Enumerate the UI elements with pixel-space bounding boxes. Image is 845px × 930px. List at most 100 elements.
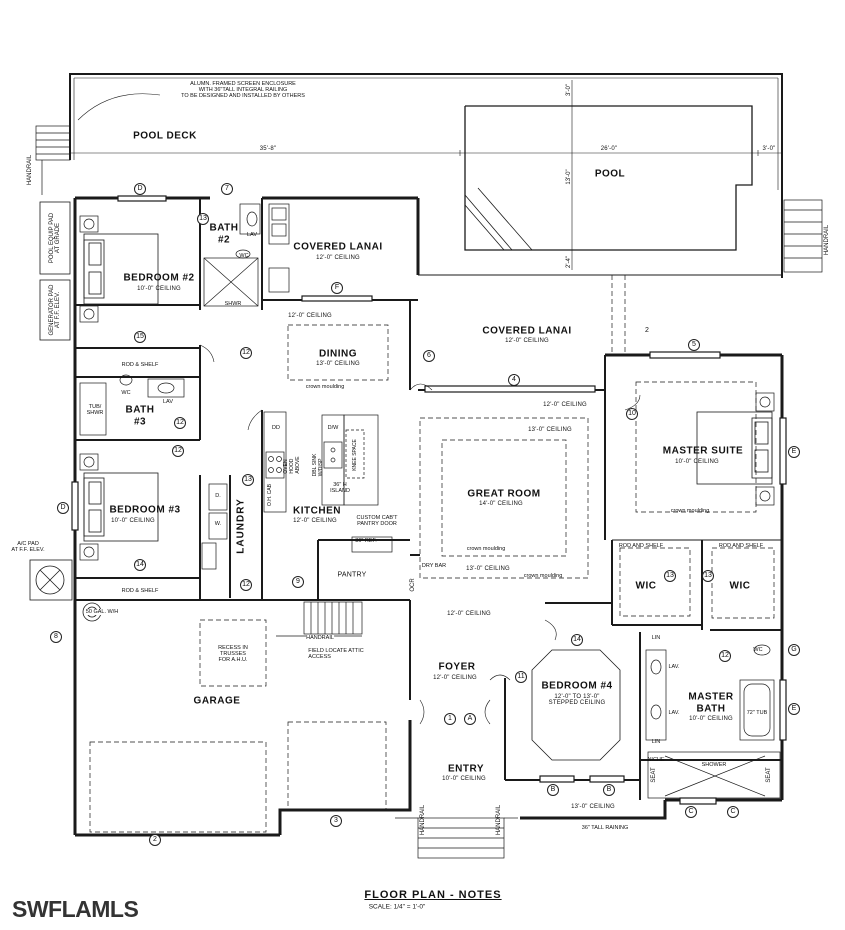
island-label: 36" H ISLAND bbox=[330, 482, 350, 494]
door-swings bbox=[199, 344, 641, 725]
tag-10: 10 bbox=[626, 408, 638, 420]
generator-pad-label: GENERATOR PAD AT F.F. ELEV. bbox=[49, 284, 61, 336]
dimension-lines bbox=[70, 80, 782, 270]
seat-left-label: SEAT bbox=[651, 767, 657, 783]
tag-12-bath3-a: 12 bbox=[174, 417, 186, 429]
tag-11: 11 bbox=[515, 671, 527, 683]
shwr-bath2: SHWR bbox=[224, 301, 242, 307]
master-lav-1: LAV. bbox=[668, 664, 680, 670]
tag-triangle-2: 2 bbox=[642, 326, 652, 336]
master-bath-label: MASTER BATH bbox=[688, 691, 734, 715]
bedroom3-label: BEDROOM #3 bbox=[109, 504, 181, 516]
master-suite-label: MASTER SUITE bbox=[662, 445, 744, 457]
covered-lanai-2-ceiling: 12'-0" CEILING bbox=[505, 338, 549, 344]
dimension-2-4-vertical: 2'-4" bbox=[566, 256, 572, 268]
dining-top-ceiling: 12'-0" CEILING bbox=[288, 313, 332, 319]
night-stands bbox=[79, 215, 775, 561]
tag-1: 1 bbox=[444, 713, 456, 725]
dining-ceiling: 13'-0" CEILING bbox=[316, 361, 360, 367]
tag-12-garage: 12 bbox=[240, 579, 252, 591]
dbl-sink-label: DBL SINK W/DISP bbox=[312, 453, 324, 477]
tub-72-label: 72" TUB bbox=[746, 710, 768, 716]
custom-cabinet-note: CUSTOM CAB'T PANTRY DOOR bbox=[356, 515, 398, 527]
niche-label: NICHE bbox=[647, 757, 665, 763]
beds bbox=[83, 233, 773, 542]
pool-label: POOL bbox=[594, 168, 626, 180]
water-heater-label: 50 GAL. W/H bbox=[85, 609, 119, 615]
tub-shower-label: TUB/ SHWR bbox=[86, 404, 104, 416]
pool-deck-label: POOL DECK bbox=[133, 130, 197, 142]
dryer-label: D. bbox=[215, 493, 221, 499]
tag-6: 6 bbox=[423, 350, 435, 362]
tag-12-hall: 12 bbox=[240, 347, 252, 359]
knee-space-label: KNEE SPACE bbox=[352, 439, 358, 471]
rod-shelf-3: ROD AND SHELF bbox=[618, 543, 664, 549]
bedroom4-label: BEDROOM #4 bbox=[541, 680, 613, 692]
great-room-top-ceiling: 12'-0" CEILING bbox=[543, 402, 587, 408]
refrigerator-label: 36" REF. bbox=[355, 538, 377, 544]
wic-left-label: WIC bbox=[635, 580, 657, 592]
tag-f: F bbox=[331, 282, 343, 294]
dimension-35-8: 35'-8" bbox=[259, 146, 277, 152]
foyer-ceiling: 12'-0" CEILING bbox=[433, 675, 477, 681]
interior-walls bbox=[75, 198, 782, 800]
handrail-left-label: HANDRAIL bbox=[27, 154, 33, 186]
dimension-13-0-vertical: 13'-0" bbox=[566, 169, 572, 185]
bottom-13-ceiling: 13'-0" CEILING bbox=[571, 804, 615, 810]
tag-13-laundry: 13 bbox=[242, 474, 254, 486]
covered-lanai-1-ceiling: 12'-0" CEILING bbox=[316, 255, 360, 261]
wc-bath3: WC bbox=[121, 390, 131, 396]
windows bbox=[71, 195, 787, 805]
bedroom2-ceiling: 10'-0" CEILING bbox=[137, 286, 181, 292]
foyer-top-ceiling: 12'-0" CEILING bbox=[447, 611, 491, 617]
tag-d-left: D bbox=[57, 502, 69, 514]
tag-4: 4 bbox=[508, 374, 520, 386]
tag-12-bath3-b: 12 bbox=[172, 445, 184, 457]
dd-label: DD bbox=[272, 425, 280, 431]
wic-right-label: WIC bbox=[729, 580, 751, 592]
great-room-13-ceiling: 13'-0" CEILING bbox=[528, 427, 572, 433]
dining-crown-moulding: crown moulding bbox=[305, 384, 345, 390]
tag-e-lower: E bbox=[788, 703, 800, 715]
dining-label: DINING bbox=[319, 348, 357, 360]
seat-right-label: SEAT bbox=[766, 767, 772, 783]
master-suite-ceiling: 10'-0" CEILING bbox=[675, 459, 719, 465]
screen-enclosure-outline bbox=[69, 73, 783, 278]
watermark-logo: SWFLAMLS bbox=[12, 896, 139, 922]
handrail-stairs-label: HANDRAIL bbox=[306, 635, 334, 641]
entry-ceiling: 10'-0" CEILING bbox=[442, 776, 486, 782]
tag-8: 8 bbox=[50, 631, 62, 643]
kitchen-fixtures bbox=[263, 411, 393, 553]
scale-note: SCALE: 1/4" = 1'-0" bbox=[368, 903, 426, 911]
enclosure-note: ALUMN. FRAMED SCREEN ENCLOSURE WITH 36"T… bbox=[181, 81, 305, 99]
rod-shelf-2: ROD & SHELF bbox=[121, 588, 159, 594]
tag-b-right: B bbox=[603, 784, 615, 796]
dimension-26-0: 26'-0" bbox=[600, 146, 618, 152]
tag-e-upper: E bbox=[788, 446, 800, 458]
tag-c-left: C bbox=[685, 806, 697, 818]
recess-note: RECESS IN TRUSSES FOR A.H.U. bbox=[218, 645, 248, 663]
rod-shelf-1: ROD & SHELF bbox=[121, 362, 159, 368]
tag-13-bath2: 13 bbox=[197, 213, 209, 225]
tag-13-wic-right: 13 bbox=[702, 570, 714, 582]
tag-c-right: C bbox=[727, 806, 739, 818]
dimension-3-0-vertical: 3'-0" bbox=[566, 84, 572, 96]
tag-3: 3 bbox=[330, 815, 342, 827]
tag-12-master: 12 bbox=[719, 650, 731, 662]
laundry-label: LAUNDRY bbox=[235, 498, 247, 554]
shower-label: SHOWER bbox=[701, 762, 727, 768]
master-bath-ceiling: 10'-0" CEILING bbox=[689, 716, 733, 722]
bath-fixtures bbox=[79, 203, 781, 799]
washer-label: W. bbox=[214, 521, 222, 527]
entry-stairs bbox=[395, 817, 518, 859]
dry-bar-label: DRY BAR bbox=[421, 563, 447, 569]
bedroom4-ceiling: 12'-0" TO 13'-0" STEPPED CEILING bbox=[548, 694, 606, 706]
tag-14-bed3: 14 bbox=[134, 559, 146, 571]
tag-13-wic-left: 13 bbox=[664, 570, 676, 582]
ocr-label: OCR bbox=[410, 578, 416, 592]
tag-g: G bbox=[788, 644, 800, 656]
tag-14-bed4: 14 bbox=[571, 634, 583, 646]
attic-access-note: FIELD LOCATE ATTIC ACCESS bbox=[308, 648, 364, 660]
laundry-fixtures bbox=[201, 483, 228, 570]
